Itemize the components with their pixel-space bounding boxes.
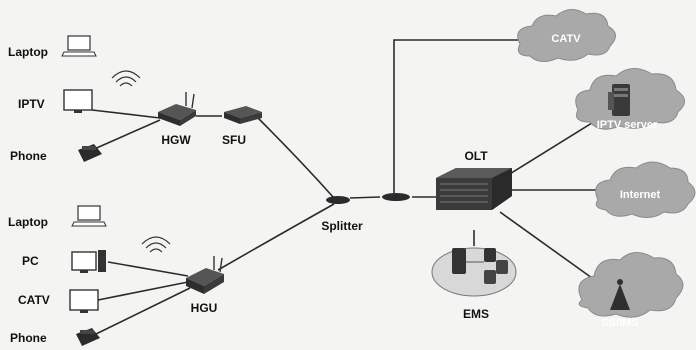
top-iptv-label: IPTV xyxy=(18,97,45,111)
sfu-device xyxy=(224,106,262,124)
server-icon xyxy=(608,84,630,116)
line-splitter-coupler xyxy=(349,196,381,199)
line-phone-hgw xyxy=(91,119,161,151)
line-pc-hgu xyxy=(107,261,189,277)
pc-icon xyxy=(71,250,106,273)
phone-icon xyxy=(78,144,102,162)
hgu-device xyxy=(186,256,224,294)
top-phone-label: Phone xyxy=(10,149,47,163)
tv-icon xyxy=(63,89,93,113)
ems-label: EMS xyxy=(463,307,489,321)
wifi-signal-icon xyxy=(141,236,171,253)
cloud-ssims: SS/IMS xyxy=(578,252,684,329)
splitter-device xyxy=(326,196,350,204)
ems-device xyxy=(431,247,517,297)
top-laptop-label: Laptop xyxy=(8,45,48,59)
laptop-icon xyxy=(71,205,107,227)
hgw-device xyxy=(158,92,196,126)
cloud-iptv-server: IPTV server xyxy=(575,68,685,131)
bottom-catv-label: CATV xyxy=(18,293,50,307)
cloud-internet: Internet xyxy=(595,161,696,218)
cloud-iptv-server-label: IPTV server xyxy=(597,119,658,131)
pc-label: PC xyxy=(22,254,39,268)
cloud-ssims-label: SS/IMS xyxy=(601,317,638,329)
line-phone-hgu xyxy=(95,287,191,335)
line-sfu-splitter xyxy=(257,117,335,199)
wifi-signal-icon xyxy=(111,70,141,87)
connections xyxy=(91,39,602,335)
bottom-phone-label: Phone xyxy=(10,331,47,345)
antenna-icon xyxy=(610,279,630,310)
phone-icon xyxy=(76,328,100,346)
line-coupler-catv xyxy=(393,39,520,193)
laptop-icon xyxy=(61,35,97,57)
hgu-label: HGU xyxy=(191,301,218,315)
coupler-device xyxy=(382,193,410,201)
line-catv-hgu xyxy=(97,281,189,301)
cloud-catv: CATV xyxy=(517,9,616,62)
splitter-label: Splitter xyxy=(321,219,363,233)
line-olt-iptv-server xyxy=(499,117,601,181)
line-iptv-hgw xyxy=(91,109,161,119)
olt-device xyxy=(436,168,512,210)
cloud-internet-label: Internet xyxy=(620,189,661,201)
line-splitter-hgu xyxy=(217,203,335,271)
line-olt-ssims xyxy=(499,211,593,279)
sfu-label: SFU xyxy=(222,133,246,147)
cloud-catv-label: CATV xyxy=(551,33,581,45)
tv-icon xyxy=(69,289,99,313)
bottom-laptop-label: Laptop xyxy=(8,215,48,229)
hgw-label: HGW xyxy=(161,133,191,147)
olt-label: OLT xyxy=(464,149,488,163)
